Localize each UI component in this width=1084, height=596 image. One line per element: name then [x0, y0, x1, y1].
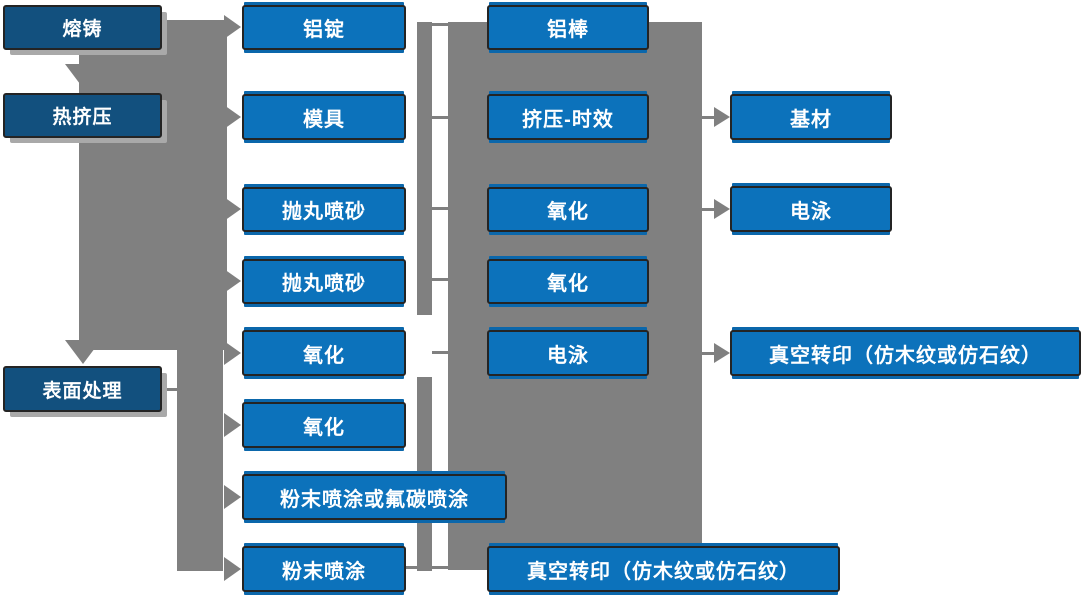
node-electrophoresis-2: 电泳	[730, 186, 892, 232]
right-arrow-to-shot-blasting-1-icon	[224, 197, 241, 221]
tie-line-bottom	[406, 566, 448, 569]
right-arrow-to-base-material-icon	[714, 107, 730, 127]
node-powder-or-fluorocarbon-coating: 粉末喷涂或氟碳喷涂	[242, 474, 507, 520]
right-arrow-to-powder-fluorocarbon-icon	[224, 485, 241, 509]
tie-line-row5	[432, 351, 448, 354]
right-arrow-to-oxidation-2-icon	[224, 413, 241, 437]
right-arrow-to-electrophoresis-icon	[714, 199, 730, 219]
stem-to-electrophoresis	[700, 208, 714, 211]
node-oxidation-4: 氧化	[487, 259, 649, 304]
connector-strip-middle-upper	[417, 22, 432, 315]
tie-line-row2	[432, 116, 448, 119]
tie-line-row3	[432, 207, 448, 210]
node-shot-blasting-2: 抛丸喷砂	[242, 259, 406, 304]
node-vacuum-transfer-print-right: 真空转印（仿木纹或仿石纹）	[730, 330, 1081, 376]
node-powder-coating: 粉末喷涂	[242, 546, 406, 592]
tie-line-row4	[432, 278, 448, 281]
down-arrow-to-hot-extrusion-icon	[65, 64, 101, 88]
right-arrow-to-powder-coating-icon	[224, 557, 241, 581]
right-arrow-to-vacuum-transfer-icon	[714, 343, 730, 363]
node-oxidation-3: 氧化	[487, 187, 649, 232]
node-melting-casting: 熔铸	[3, 5, 162, 50]
node-vacuum-transfer-print-bottom: 真空转印（仿木纹或仿石纹）	[487, 546, 840, 592]
tie-line-surface-treatment	[162, 388, 177, 391]
node-mold: 模具	[242, 94, 406, 140]
node-shot-blasting-1: 抛丸喷砂	[242, 187, 406, 232]
right-arrow-to-oxidation-1-icon	[224, 341, 241, 365]
right-arrow-to-mold-icon	[224, 105, 241, 129]
connector-strip-left-lower	[177, 350, 223, 571]
node-surface-treatment: 表面处理	[3, 366, 162, 412]
stem-to-vacuum-transfer	[700, 352, 714, 355]
right-arrow-to-shot-blasting-2-icon	[224, 269, 241, 293]
stem-to-base-material	[700, 116, 714, 119]
tie-line-row1	[432, 23, 448, 26]
node-electrophoresis-1: 电泳	[487, 330, 649, 376]
node-oxidation-1: 氧化	[242, 330, 406, 376]
down-arrow-to-surface-treatment-icon	[65, 340, 101, 364]
node-hot-extrusion: 热挤压	[3, 93, 162, 138]
node-oxidation-2: 氧化	[242, 402, 406, 448]
node-aluminum-ingot: 铝锭	[242, 5, 406, 50]
node-aluminum-rod: 铝棒	[487, 5, 649, 50]
right-arrow-to-aluminum-ingot-icon	[224, 15, 241, 39]
node-extrusion-aging: 挤压-时效	[487, 94, 649, 140]
node-base-material: 基材	[730, 94, 892, 140]
connector-band-left	[79, 20, 227, 350]
